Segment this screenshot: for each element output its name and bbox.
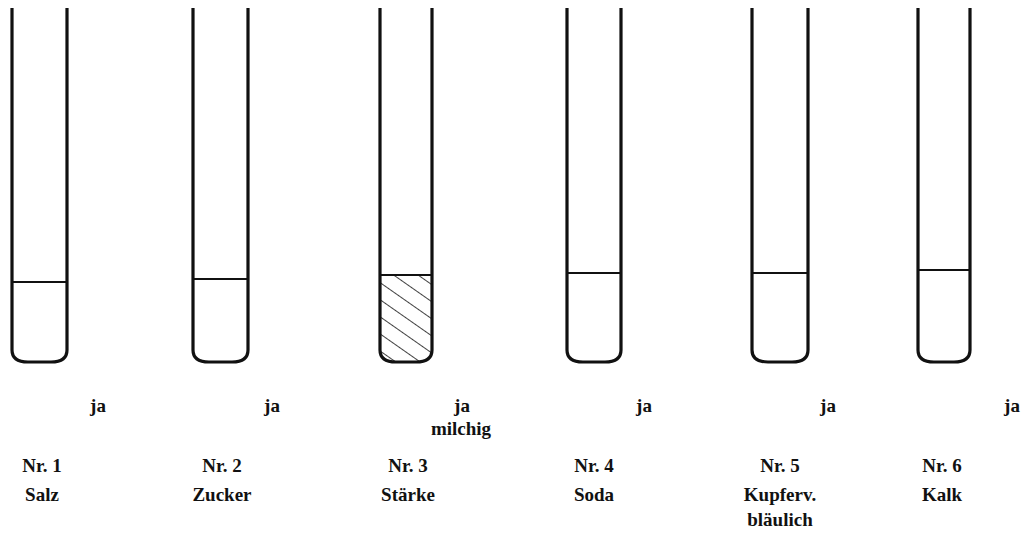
tube-outline (752, 8, 808, 362)
test-tube (752, 8, 808, 362)
liquid-level (193, 278, 248, 280)
tube-outline (12, 8, 67, 362)
tube-outline (918, 8, 970, 362)
test-tube (567, 8, 621, 362)
test-tube (12, 8, 67, 362)
tube-outline (380, 8, 432, 362)
tube-number: Nr. 6 (922, 456, 961, 475)
milky-liquid (380, 275, 432, 362)
liquid-level (567, 272, 621, 274)
tube-outline (567, 8, 621, 362)
liquid-level (752, 272, 808, 274)
tube-outline (193, 8, 248, 362)
answer: ja (454, 396, 470, 415)
tube-number: Nr. 2 (202, 456, 241, 475)
answer: ja (636, 396, 652, 415)
answer: ja (820, 396, 836, 415)
substance-name: Soda (574, 485, 614, 504)
answer: ja (264, 396, 280, 415)
answer: ja (1004, 396, 1020, 415)
test-tube (918, 8, 970, 362)
note: milchig (431, 419, 491, 438)
tube-number: Nr. 3 (388, 456, 427, 475)
tube-number: Nr. 4 (574, 456, 613, 475)
substance-name: Salz (25, 485, 59, 504)
tube-number: Nr. 5 (760, 456, 799, 475)
substance-name: Kupferv. (744, 485, 816, 504)
substance-name: Stärke (381, 485, 435, 504)
liquid-level (380, 274, 432, 276)
answer: ja (90, 396, 106, 415)
substance-name: Kalk (922, 485, 962, 504)
liquid-level (918, 269, 970, 271)
test-tube (193, 8, 248, 362)
substance-name: Zucker (192, 485, 251, 504)
note: bläulich (747, 510, 812, 529)
tube-number: Nr. 1 (22, 456, 61, 475)
liquid-level (12, 281, 67, 283)
test-tube (380, 8, 432, 362)
